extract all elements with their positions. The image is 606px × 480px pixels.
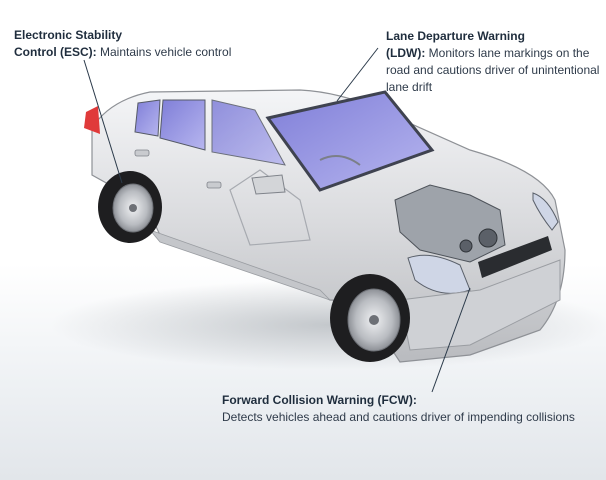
fcw-title: Forward Collision Warning (FCW): [222,393,417,407]
esc-title-line1: Electronic Stability [14,28,123,42]
rear-door-window [159,99,206,151]
ldw-description: Monitors lane markings on the road and c… [386,46,600,94]
engine-pulley-2 [459,239,473,253]
ldw-callout: Lane Departure Warning (LDW): Monitors l… [386,28,601,96]
fcw-callout: Forward Collision Warning (FCW): Detects… [222,392,582,426]
engine [394,184,506,263]
esc-description: Maintains vehicle control [96,45,232,59]
fcw-description: Detects vehicles ahead and cautions driv… [222,410,575,424]
front-bumper [399,259,561,351]
front-wheel [330,274,410,362]
rocker-panel [148,229,331,301]
esc-callout: Electronic Stability Control (ESC): Main… [14,27,244,61]
ldw-title-line1: Lane Departure Warning [386,29,525,43]
front-grille [478,236,552,278]
seat-outline [229,169,311,246]
ldw-leader-line [336,47,379,102]
headlight-left [407,254,471,294]
esc-title-line2: Control (ESC): [14,45,97,59]
windshield [265,90,435,192]
rear-wheel [98,171,162,243]
front-door-window [211,99,286,166]
engine-pulley [478,228,498,248]
esc-leader-line [83,59,123,184]
front-door-handle [206,181,222,189]
steering-wheel [319,155,361,166]
side-mirror [251,174,286,195]
fcw-leader-line [431,287,471,393]
headlight-right [532,192,559,231]
rear-door-handle [134,149,150,157]
ldw-title-line2: (LDW): [386,46,426,60]
taillight [84,106,100,134]
rear-window [134,99,161,137]
